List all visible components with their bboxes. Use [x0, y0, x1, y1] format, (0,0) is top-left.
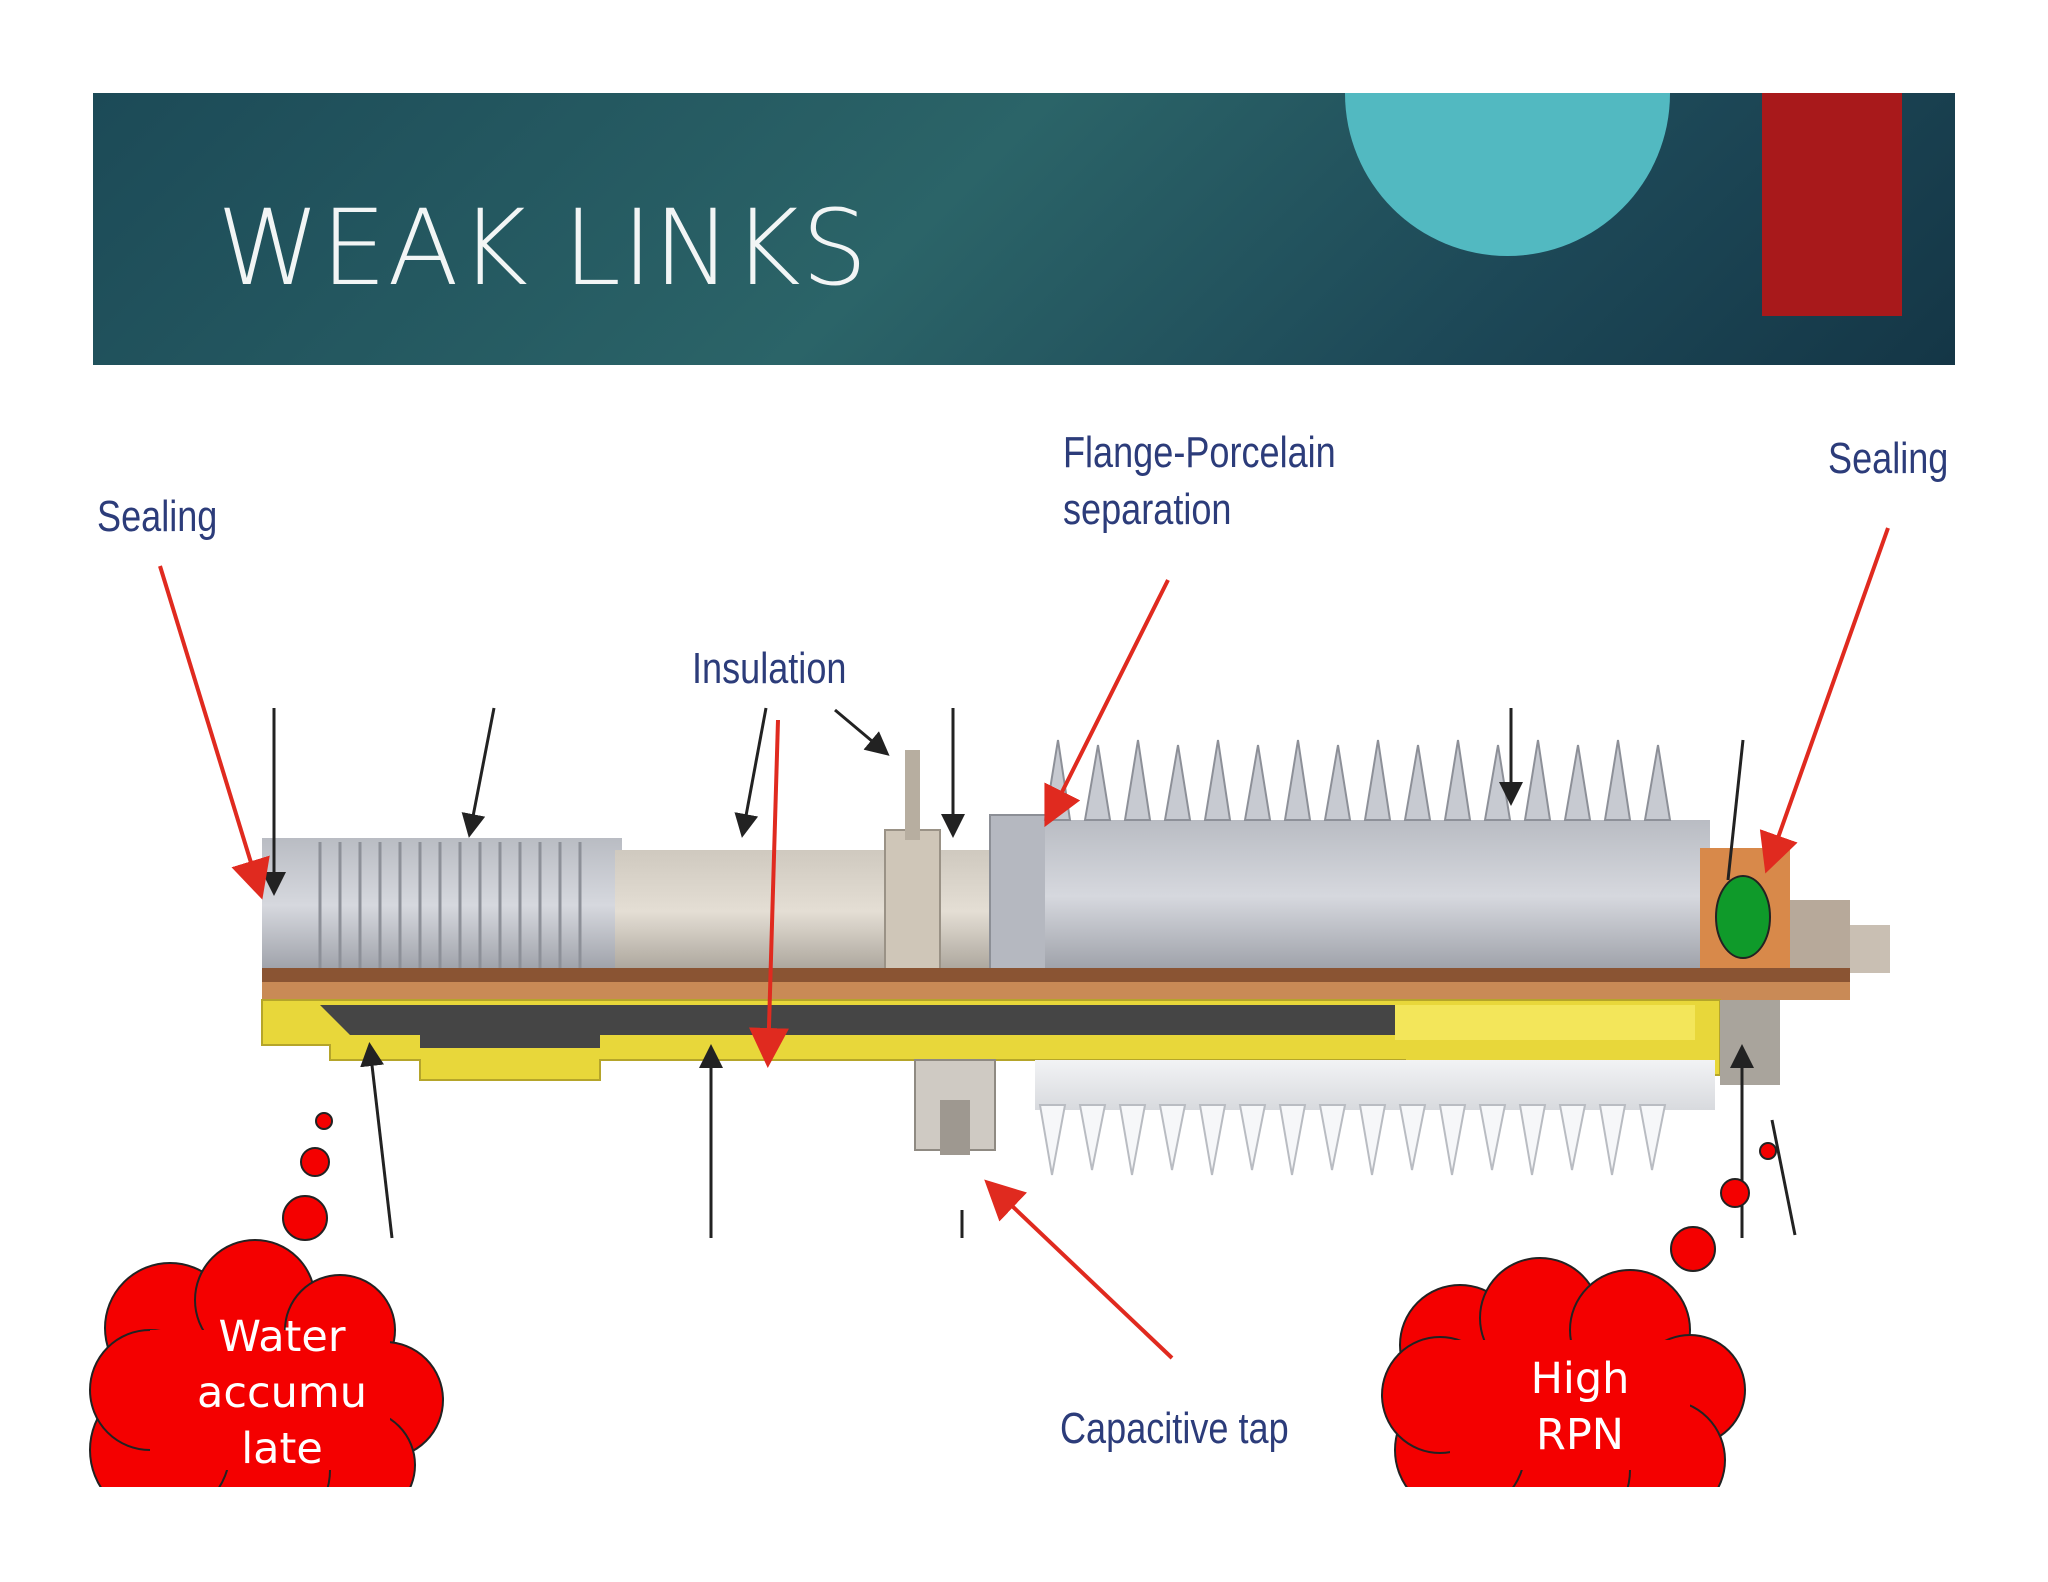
sealing-marker: [1715, 875, 1771, 959]
left-fins: [318, 842, 582, 968]
upper-sheds: [1043, 739, 1672, 821]
thought-bubble-dots: [282, 1112, 1777, 1272]
lower-sheds: [1038, 1104, 1667, 1176]
capacitive-tap-label: Capacitive tap: [1060, 1404, 1289, 1453]
insulation-label: Insulation: [692, 644, 847, 693]
sealing-right-label: Sealing: [1828, 434, 1949, 483]
slide-title: WEAK LINKS: [217, 187, 869, 309]
water-callout-cloud: [89, 1239, 444, 1541]
title-banner: [93, 93, 1955, 365]
decorative-rectangle: [1762, 93, 1902, 316]
red-pointer-arrows: [158, 527, 1890, 1360]
bushing-body: [261, 739, 1890, 1176]
high-rpn-text: High RPN: [1530, 1354, 1630, 1460]
sealing-left-label: Sealing: [97, 492, 218, 541]
water-accumulate-text: Water accumu late: [196, 1312, 368, 1474]
black-leader-lines: [262, 707, 1797, 1239]
flange-porcelain-label: Flange-Porcelain separation: [1063, 428, 1336, 535]
